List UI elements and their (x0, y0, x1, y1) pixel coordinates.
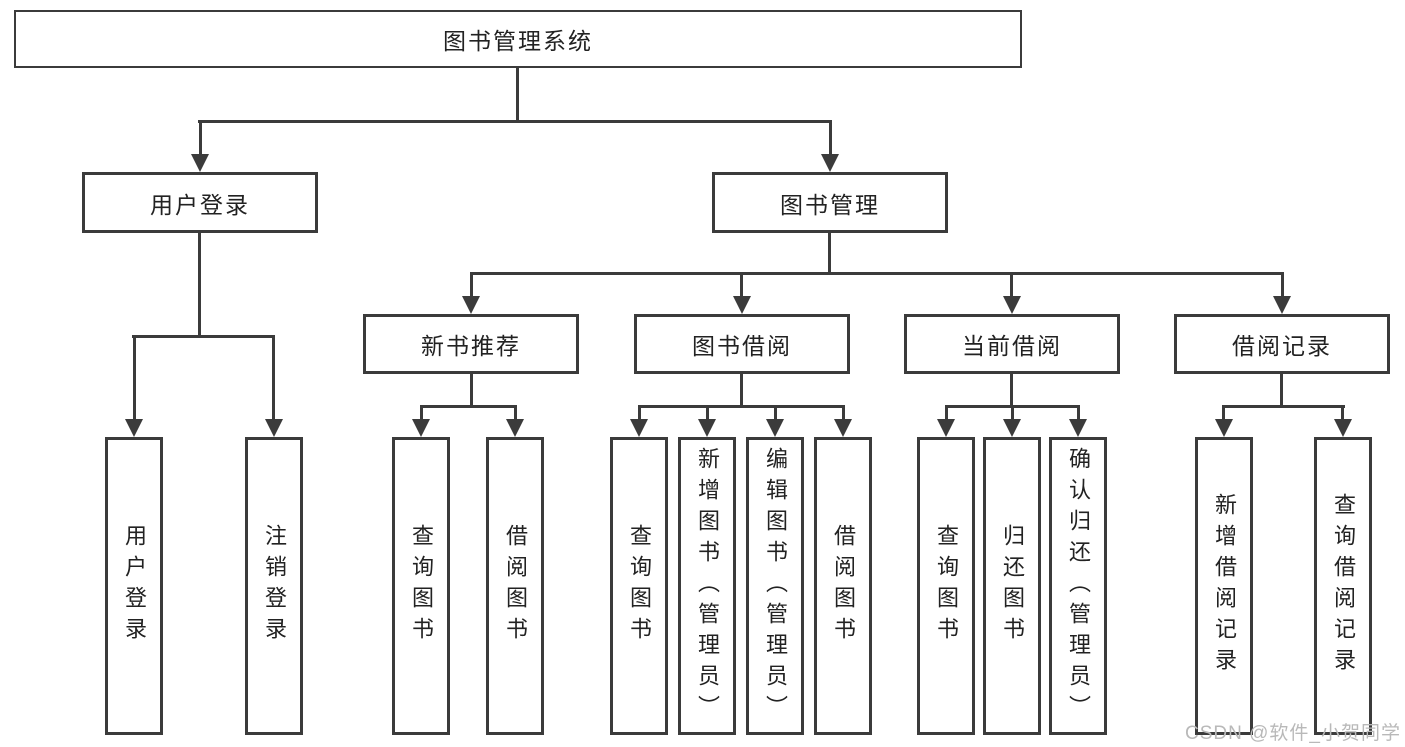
arrow-down-icon (1273, 296, 1291, 314)
connector-line (132, 335, 275, 338)
connector-line (740, 374, 743, 407)
connector-line (1281, 272, 1284, 298)
arrow-down-icon (1003, 419, 1021, 437)
leaf-confirm-return-admin: 确认归还（管理员） (1049, 437, 1107, 735)
arrow-down-icon (766, 419, 784, 437)
connector-line (1011, 405, 1014, 421)
leaf-query-borrow-record: 查询借阅记录 (1314, 437, 1372, 735)
arrow-down-icon (462, 296, 480, 314)
node-user-login: 用户登录 (82, 172, 318, 233)
leaf-newbook-borrow-books: 借阅图书 (486, 437, 544, 735)
connector-line (198, 233, 201, 335)
node-current-borrowing: 当前借阅 (904, 314, 1120, 374)
arrow-down-icon (125, 419, 143, 437)
connector-line (420, 405, 517, 408)
node-new-book-recommendation: 新书推荐 (363, 314, 579, 374)
connector-line (1280, 374, 1283, 407)
node-library-management-system: 图书管理系统 (14, 10, 1022, 68)
connector-line (842, 405, 845, 421)
arrow-down-icon (412, 419, 430, 437)
leaf-newbook-query-books: 查询图书 (392, 437, 450, 735)
leaf-edit-books-admin: 编辑图书（管理员） (746, 437, 804, 735)
connector-line (1341, 405, 1344, 421)
leaf-return-books: 归还图书 (983, 437, 1041, 735)
connector-line (516, 68, 519, 120)
arrow-down-icon (834, 419, 852, 437)
arrow-down-icon (630, 419, 648, 437)
arrow-down-icon (1215, 419, 1233, 437)
connector-line (470, 272, 473, 298)
connector-line (199, 120, 202, 156)
connector-line (1222, 405, 1345, 408)
connector-line (1010, 272, 1013, 298)
arrow-down-icon (937, 419, 955, 437)
leaf-borrow-query-books: 查询图书 (610, 437, 668, 735)
arrow-down-icon (506, 419, 524, 437)
leaf-logout: 注销登录 (245, 437, 303, 735)
connector-line (133, 335, 136, 421)
node-borrowing-records: 借阅记录 (1174, 314, 1390, 374)
node-book-management: 图书管理 (712, 172, 948, 233)
connector-line (470, 272, 1284, 275)
leaf-borrow-borrow-books: 借阅图书 (814, 437, 872, 735)
node-book-borrowing: 图书借阅 (634, 314, 850, 374)
connector-line (470, 374, 473, 407)
arrow-down-icon (1334, 419, 1352, 437)
arrow-down-icon (1003, 296, 1021, 314)
leaf-add-books-admin: 新增图书（管理员） (678, 437, 736, 735)
connector-line (638, 405, 641, 421)
connector-line (420, 405, 423, 421)
arrow-down-icon (698, 419, 716, 437)
connector-line (1010, 374, 1013, 407)
connector-line (1222, 405, 1225, 421)
connector-line (272, 335, 275, 421)
connector-line (1077, 405, 1080, 421)
leaf-user-login: 用户登录 (105, 437, 163, 735)
arrow-down-icon (1069, 419, 1087, 437)
arrow-down-icon (265, 419, 283, 437)
leaf-add-borrow-record: 新增借阅记录 (1195, 437, 1253, 735)
leaf-current-query-books: 查询图书 (917, 437, 975, 735)
arrow-down-icon (191, 154, 209, 172)
arrow-down-icon (821, 154, 839, 172)
connector-line (774, 405, 777, 421)
connector-line (198, 120, 832, 123)
connector-line (829, 120, 832, 156)
connector-line (706, 405, 709, 421)
connector-line (514, 405, 517, 421)
watermark: CSDN @软件_小贺同学 (1185, 723, 1401, 744)
connector-line (828, 233, 831, 274)
connector-line (945, 405, 948, 421)
connector-line (740, 272, 743, 298)
connector-line (638, 405, 845, 408)
arrow-down-icon (733, 296, 751, 314)
